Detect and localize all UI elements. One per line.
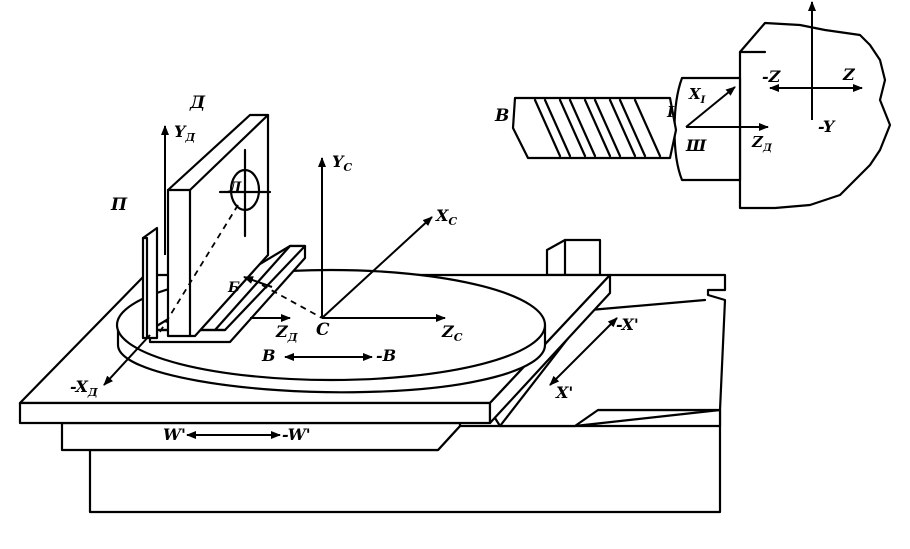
label-table-x: XC (435, 206, 457, 228)
label-tool-z: ZД (751, 133, 773, 154)
tool-x-axis (685, 86, 736, 128)
label-slide-x: X' (555, 383, 573, 402)
label-table-y: YC (332, 152, 352, 174)
label-part: П (110, 195, 128, 215)
drill-tool (511, 96, 678, 160)
dashed-line-base (261, 284, 323, 319)
fixture-x-axis (103, 334, 151, 386)
label-rot-b: B (261, 346, 276, 365)
label-fixture-x: -XД (70, 377, 98, 399)
spindle (673, 76, 742, 182)
label-table-z: ZC (441, 322, 463, 344)
label-base-b: Б (227, 280, 240, 296)
label-travel-w: W' (163, 425, 186, 444)
label-travel-neg-w: -W' (282, 425, 311, 444)
w-slide (60, 421, 462, 452)
label-slide-x-neg: -X' (616, 315, 639, 334)
label-head-z: Z (842, 65, 856, 84)
part (141, 226, 159, 340)
label-tool-x: XI (688, 85, 706, 106)
label-tool-b: B (494, 106, 509, 126)
label-fixture-z: ZД (275, 322, 298, 344)
label-spindle: Ш (685, 136, 707, 155)
base-b-arrow (243, 276, 273, 288)
spindle-head (738, 21, 892, 210)
label-hole: Л (228, 180, 242, 196)
label-fixture: Д (189, 93, 206, 113)
label-head-neg-z: -Z (762, 67, 782, 86)
dashed-line-fixture (157, 204, 239, 336)
label-rot-neg-b: -B (376, 346, 396, 365)
label-fixture-y: YД (174, 122, 195, 144)
table-x-axis (321, 216, 433, 319)
slide-x-arrow (549, 317, 618, 386)
fixture-plate (166, 113, 272, 338)
label-center: C (316, 320, 330, 340)
label-head-neg-y: -Y (818, 117, 836, 136)
label-tool-i: I (666, 103, 675, 121)
